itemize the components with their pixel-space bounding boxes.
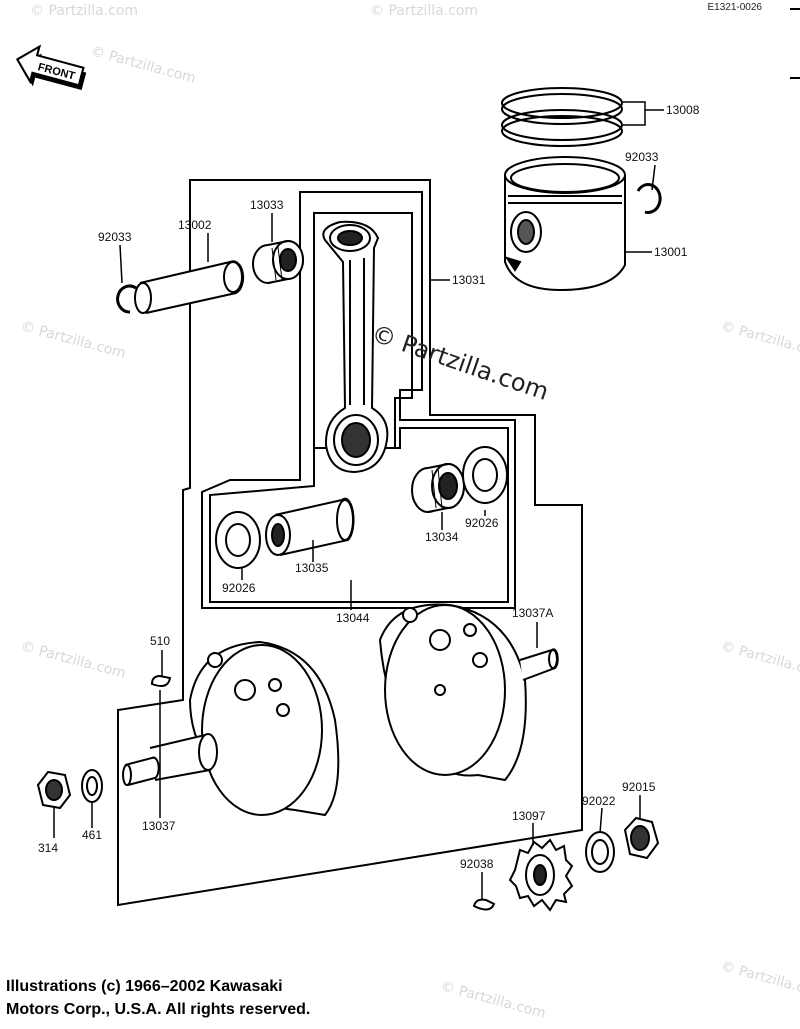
thrust-washer-left (215, 511, 261, 569)
part-label-13097[interactable]: 13097 (512, 809, 546, 823)
part-label-461[interactable]: 461 (82, 828, 102, 842)
front-arrow-icon: FRONT (15, 44, 87, 91)
part-label-13008[interactable]: 13008 (666, 103, 700, 117)
part-label-92026-left[interactable]: 92026 (222, 581, 256, 595)
woodruff-key-92038 (472, 898, 496, 911)
watermark: © Partzilla.com (19, 638, 128, 681)
watermark-center: © Partzilla.com (368, 319, 552, 406)
gear-13097 (508, 838, 574, 912)
watermark: © Partzilla.com (439, 978, 548, 1021)
piston-rings (501, 87, 623, 147)
crank-pin (265, 497, 355, 556)
connecting-rod (322, 220, 389, 474)
part-label-92033-left[interactable]: 92033 (98, 230, 132, 244)
part-label-92038[interactable]: 92038 (460, 857, 494, 871)
part-label-13001[interactable]: 13001 (654, 245, 688, 259)
watermark: © Partzilla.com (370, 3, 478, 19)
part-label-314[interactable]: 314 (38, 841, 58, 855)
part-label-92022[interactable]: 92022 (582, 794, 616, 808)
small-end-bearing (252, 240, 304, 284)
piston (504, 156, 626, 292)
diagram-code: E1321-0026 (707, 2, 763, 13)
watermark: © Partzilla.com (30, 3, 138, 19)
part-label-13031[interactable]: 13031 (452, 273, 486, 287)
leader-lines (53, 101, 664, 900)
part-labels: 13008 92033 13001 13033 13002 92033 1303… (38, 103, 700, 871)
piston-pin (134, 260, 245, 314)
part-label-13044[interactable]: 13044 (336, 611, 370, 625)
part-label-13002[interactable]: 13002 (178, 218, 212, 232)
circlip-left (116, 284, 137, 314)
part-label-13037[interactable]: 13037 (142, 819, 176, 833)
watermark: © Partzilla.com (719, 638, 800, 681)
part-label-510[interactable]: 510 (150, 634, 170, 648)
right-crank-half (378, 603, 559, 782)
watermark: © Partzilla.com (89, 43, 198, 86)
part-label-92033-right[interactable]: 92033 (625, 150, 659, 164)
watermark-layer: © Partzilla.com © Partzilla.com © Partzi… (19, 3, 800, 1022)
nut-314 (36, 770, 72, 810)
big-end-bearing (411, 463, 465, 513)
washer-461 (81, 769, 103, 803)
part-label-92015[interactable]: 92015 (622, 780, 656, 794)
watermark: © Partzilla.com (19, 318, 128, 361)
watermark: © Partzilla.com (719, 318, 800, 361)
part-label-92026-right[interactable]: 92026 (465, 516, 499, 530)
credit-line-2: Motors Corp., U.S.A. All rights reserved… (6, 1001, 311, 1018)
part-label-13033[interactable]: 13033 (250, 198, 284, 212)
left-crank-half (122, 640, 340, 817)
credit-line-1: Illustrations (c) 1966–2002 Kawasaki (6, 978, 283, 995)
nut-92015 (623, 816, 660, 860)
watermark: © Partzilla.com (719, 958, 800, 1001)
part-label-13037A[interactable]: 13037A (512, 606, 553, 620)
part-label-13035[interactable]: 13035 (295, 561, 329, 575)
lock-washer-92022 (585, 831, 615, 873)
part-label-13034[interactable]: 13034 (425, 530, 459, 544)
circlip-right (636, 183, 662, 214)
woodruff-key-510 (150, 674, 172, 687)
thrust-washer-right (462, 446, 508, 504)
